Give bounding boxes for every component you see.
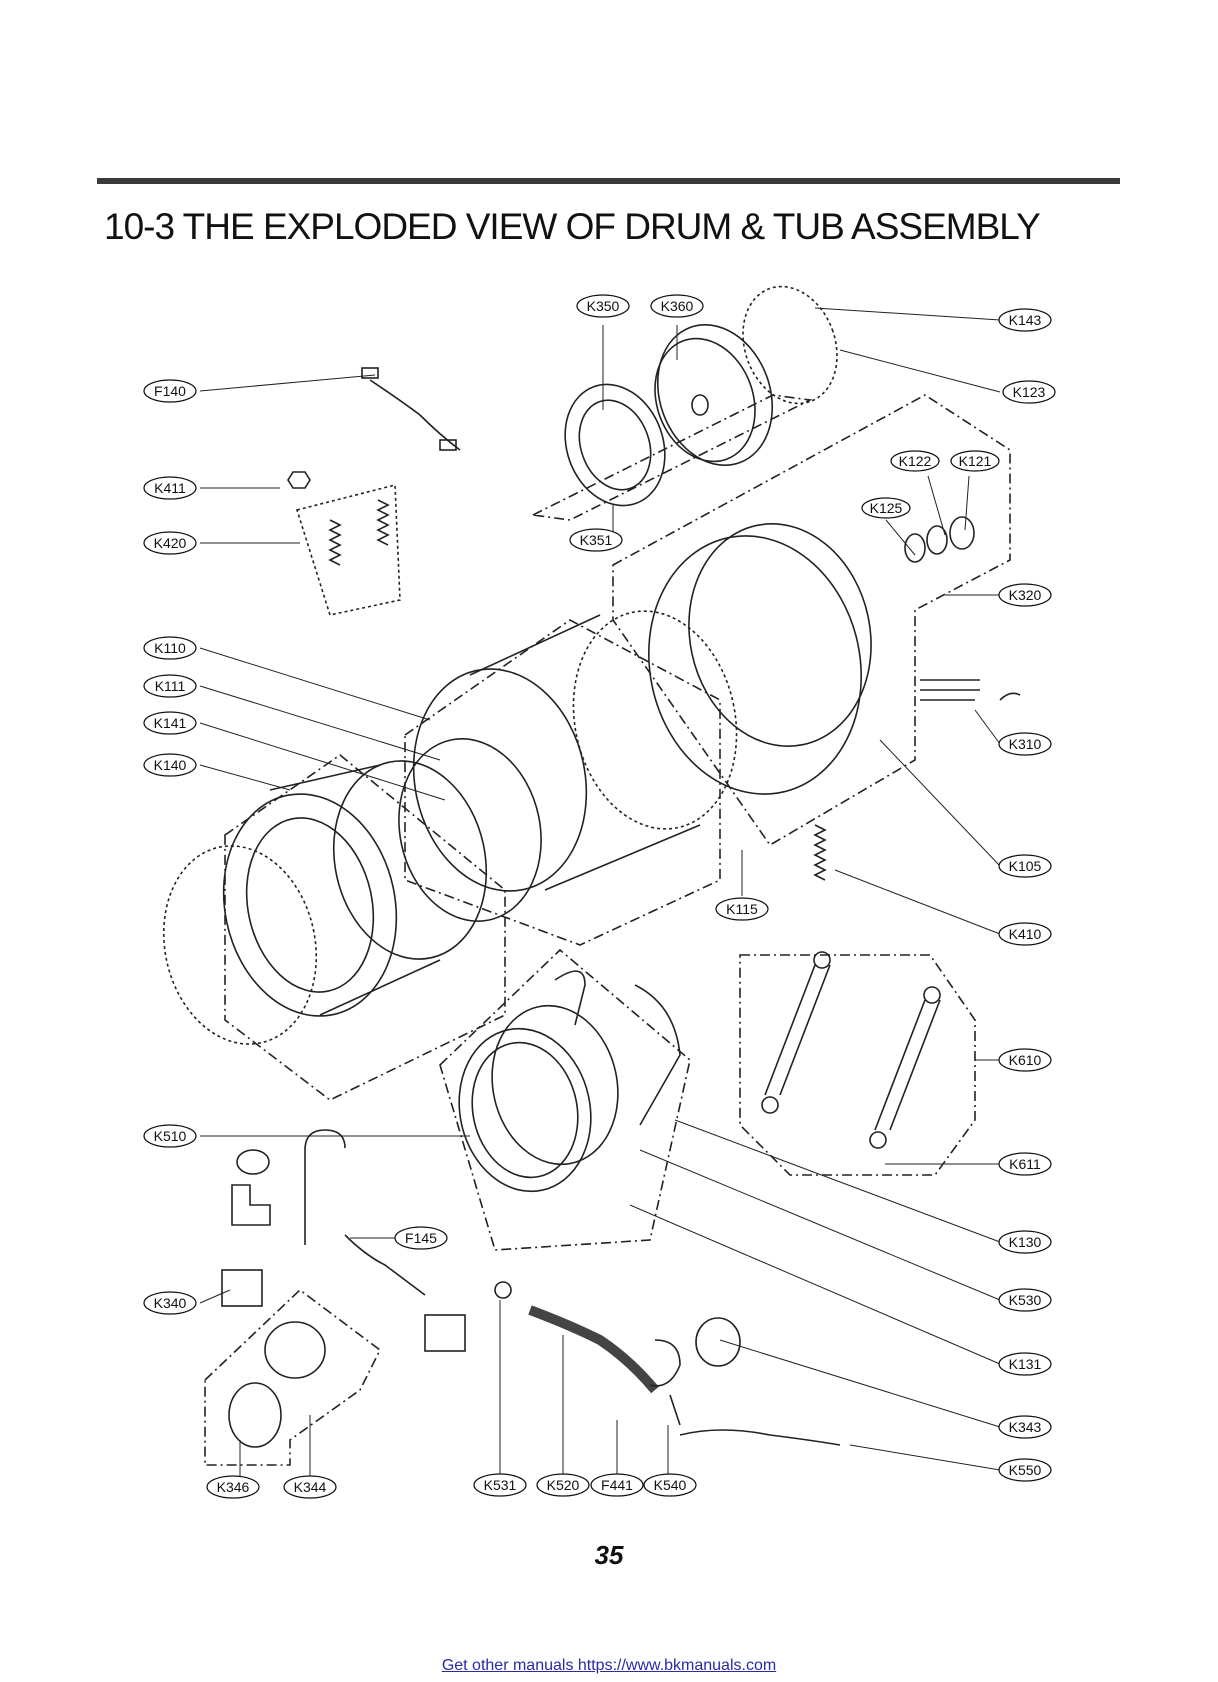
label-K360: K360 xyxy=(651,295,703,317)
label-F145: F145 xyxy=(395,1227,447,1249)
svg-text:K121: K121 xyxy=(959,453,992,469)
svg-text:F145: F145 xyxy=(405,1230,437,1246)
svg-text:K611: K611 xyxy=(1009,1156,1041,1172)
svg-text:K540: K540 xyxy=(654,1477,687,1493)
svg-text:K105: K105 xyxy=(1009,858,1042,874)
page-number: 35 xyxy=(0,1540,1218,1571)
svg-text:K123: K123 xyxy=(1013,384,1046,400)
label-F140: F140 xyxy=(144,380,196,402)
svg-text:K510: K510 xyxy=(154,1128,187,1144)
svg-text:K130: K130 xyxy=(1009,1234,1042,1250)
svg-text:K343: K343 xyxy=(1009,1419,1042,1435)
label-K540: K540 xyxy=(644,1474,696,1496)
label-K340: K340 xyxy=(144,1292,196,1314)
label-K143: K143 xyxy=(999,309,1051,331)
svg-text:K411: K411 xyxy=(154,480,186,496)
label-K610: K610 xyxy=(999,1049,1051,1071)
label-K346: K346 xyxy=(207,1476,259,1498)
svg-text:F140: F140 xyxy=(154,383,186,399)
svg-text:F441: F441 xyxy=(601,1477,633,1493)
svg-text:K140: K140 xyxy=(154,757,187,773)
label-F441: F441 xyxy=(591,1474,643,1496)
label-K131: K131 xyxy=(999,1353,1051,1375)
svg-text:K346: K346 xyxy=(217,1479,250,1495)
label-K130: K130 xyxy=(999,1231,1051,1253)
label-K125: K125 xyxy=(862,498,910,518)
drum-part xyxy=(382,596,756,935)
svg-text:K125: K125 xyxy=(870,500,903,516)
leader-lines xyxy=(200,308,1000,1490)
svg-text:K115: K115 xyxy=(726,901,758,917)
svg-text:K550: K550 xyxy=(1009,1462,1042,1478)
label-K510: K510 xyxy=(144,1125,196,1147)
svg-text:K350: K350 xyxy=(587,298,620,314)
svg-text:K530: K530 xyxy=(1009,1292,1042,1308)
svg-text:K420: K420 xyxy=(154,535,187,551)
label-K122: K122 xyxy=(891,451,939,471)
label-K320: K320 xyxy=(999,584,1051,606)
label-K350: K350 xyxy=(577,295,629,317)
svg-text:K360: K360 xyxy=(661,298,694,314)
svg-text:K531: K531 xyxy=(484,1477,517,1493)
svg-text:K111: K111 xyxy=(155,678,186,694)
diagram-parts xyxy=(146,273,1020,1490)
label-K344: K344 xyxy=(284,1476,336,1498)
svg-text:K310: K310 xyxy=(1009,736,1042,752)
label-K141: K141 xyxy=(144,712,196,734)
label-K121: K121 xyxy=(951,451,999,471)
svg-text:K520: K520 xyxy=(547,1477,580,1493)
label-K351: K351 xyxy=(570,529,622,551)
tub-front-part xyxy=(146,747,504,1059)
gasket-part xyxy=(444,971,680,1204)
label-K520: K520 xyxy=(537,1474,589,1496)
label-K111: K111 xyxy=(144,675,196,697)
svg-text:K344: K344 xyxy=(294,1479,327,1495)
svg-text:K131: K131 xyxy=(1009,1356,1042,1372)
label-K343: K343 xyxy=(999,1416,1051,1438)
footer-link[interactable]: Get other manuals https://www.bkmanuals.… xyxy=(0,1657,1218,1675)
svg-text:K351: K351 xyxy=(580,532,613,548)
svg-text:K110: K110 xyxy=(154,640,186,656)
label-K410: K410 xyxy=(999,923,1051,945)
svg-text:K320: K320 xyxy=(1009,587,1042,603)
label-K531: K531 xyxy=(474,1474,526,1496)
label-K310: K310 xyxy=(999,733,1051,755)
svg-text:K340: K340 xyxy=(154,1295,187,1311)
svg-text:K610: K610 xyxy=(1009,1052,1042,1068)
label-K105: K105 xyxy=(999,855,1051,877)
label-K611: K611 xyxy=(999,1153,1051,1175)
label-K420: K420 xyxy=(144,532,196,554)
label-K550: K550 xyxy=(999,1459,1051,1481)
svg-text:K410: K410 xyxy=(1009,926,1042,942)
label-K115: K115 xyxy=(716,898,768,920)
svg-text:K143: K143 xyxy=(1009,312,1042,328)
part-labels: K350 K360 K143 F140 K123 K122 K121 K411 xyxy=(144,295,1055,1498)
svg-text:K122: K122 xyxy=(899,453,932,469)
label-K123: K123 xyxy=(1003,381,1055,403)
tub-rear-part xyxy=(625,507,974,814)
label-K140: K140 xyxy=(144,754,196,776)
svg-text:K141: K141 xyxy=(154,715,187,731)
label-K411: K411 xyxy=(144,477,196,499)
label-K530: K530 xyxy=(999,1289,1051,1311)
label-K110: K110 xyxy=(144,637,196,659)
